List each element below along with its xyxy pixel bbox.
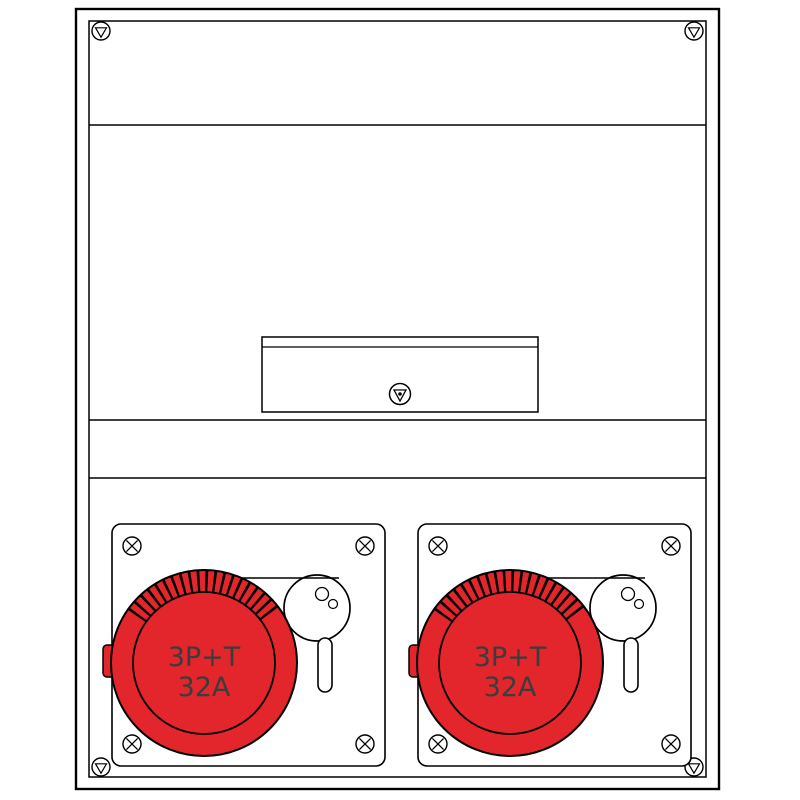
screw-recess: [392, 389, 408, 403]
socket-left-label-line2: 32A: [178, 672, 231, 703]
screw-center-dot: [398, 392, 402, 396]
socket-module-left: [103, 524, 385, 766]
inspection-window: [261, 336, 539, 413]
enclosure-screw-top-left: [91, 21, 111, 41]
socket-module-right: [409, 524, 691, 766]
enclosure-screw-top-right: [684, 21, 704, 41]
socket-right-label-line2: 32A: [484, 672, 537, 703]
enclosure-screw-bottom-left: [91, 757, 111, 777]
socket-left-label-line1: 3P+T: [168, 642, 241, 673]
window-center-screw: [388, 382, 412, 406]
socket-right-label-line1: 3P+T: [474, 642, 547, 673]
enclosure-inner-outline: [88, 20, 707, 778]
